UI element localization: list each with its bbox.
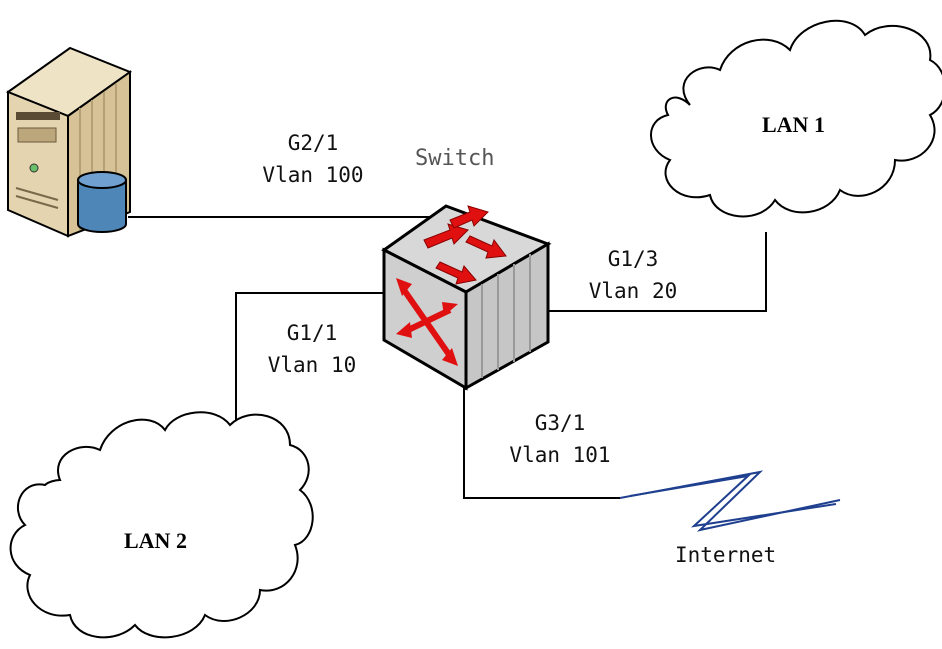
lan2-label: LAN 2 xyxy=(124,528,187,553)
lan1-label: LAN 1 xyxy=(762,112,825,137)
vlan-name: Vlan 101 xyxy=(509,443,611,467)
connection-lines xyxy=(128,216,767,499)
internet-label: Internet xyxy=(675,543,777,567)
vlan-name: Vlan 20 xyxy=(588,279,678,303)
link-lan1-switch xyxy=(548,232,767,312)
link-internet-switch xyxy=(463,388,620,499)
server-icon xyxy=(5,46,133,238)
switch-icon xyxy=(381,204,552,391)
port-name: G2/1 xyxy=(287,131,339,155)
cloud-icon xyxy=(650,19,942,218)
port-name: G1/3 xyxy=(607,247,659,271)
port-label-g3-1: G3/1 Vlan 101 xyxy=(500,410,620,468)
switch-title: Switch xyxy=(415,146,495,171)
port-label-g2-1: G2/1 Vlan 100 xyxy=(258,130,368,188)
cloud-icon xyxy=(9,411,314,639)
vlan-name: Vlan 100 xyxy=(262,163,364,187)
lightning-icon xyxy=(619,470,841,532)
port-name: G1/1 xyxy=(286,321,338,345)
port-label-g1-1: G1/1 Vlan 10 xyxy=(262,320,362,378)
vlan-name: Vlan 10 xyxy=(267,353,357,377)
link-lan2-switch xyxy=(235,292,384,420)
port-label-g1-3: G1/3 Vlan 20 xyxy=(578,246,688,304)
port-name: G3/1 xyxy=(534,411,586,435)
